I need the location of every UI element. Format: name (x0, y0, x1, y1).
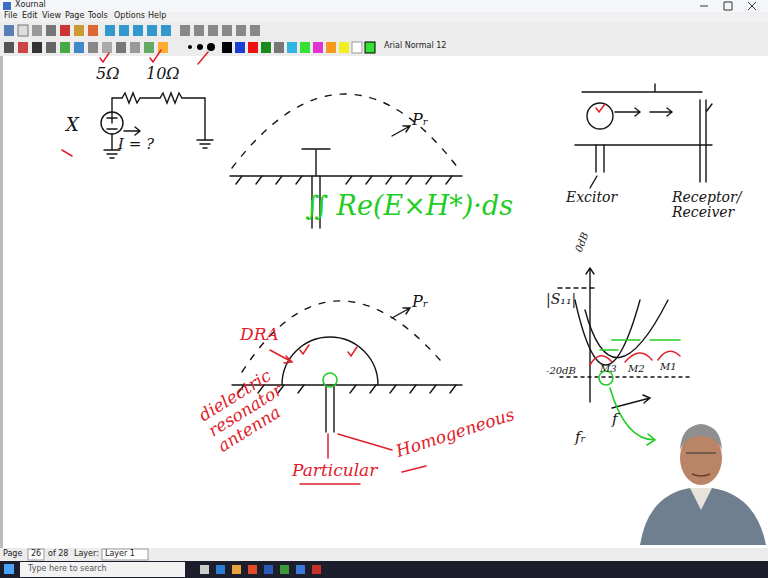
search-box-text: Type here to search (28, 565, 107, 573)
excitor-label: Excitor (566, 190, 617, 205)
resistance-value: 10Ω (146, 66, 180, 83)
radiated-power-label: Pᵣ (412, 112, 428, 129)
menu-item: View (42, 12, 61, 20)
menu-item: Options (114, 12, 145, 20)
status-text: Page (3, 550, 22, 558)
status-text: Layer: (74, 550, 99, 558)
cross-mark: X (66, 116, 79, 135)
menu-item: File (4, 12, 17, 20)
receiver-label: Receptor/ Receiver (672, 190, 736, 219)
mode-label: M3 (600, 364, 617, 375)
menu-item: Help (148, 12, 166, 20)
axis-label: |S₁₁| (546, 292, 576, 307)
radiated-power-label: Pᵣ (412, 294, 428, 311)
axis-label: f (612, 412, 618, 428)
status-text: of 28 (48, 550, 68, 558)
presenter-video (640, 424, 766, 545)
axis-tick: -20dB (546, 366, 576, 377)
resonant-frequency-label: fᵣ (575, 430, 586, 446)
current-label: I = ? (118, 137, 154, 153)
window-title: Xournal (15, 1, 46, 9)
resistance-value: 5Ω (96, 66, 119, 83)
layer-selector: Layer 1 (105, 550, 135, 558)
note-label: Particular (292, 462, 377, 480)
mode-label: M2 (628, 364, 645, 375)
font-selector: Arial Normal 12 (384, 42, 446, 50)
page-number-field: 26 (31, 550, 41, 558)
menu-item: Page (65, 12, 84, 20)
antenna-label: DRA (240, 326, 279, 344)
menu-item: Edit (22, 12, 38, 20)
mode-label: M1 (660, 362, 677, 373)
power-integral: ∬ Re(E×H*)·ds (305, 192, 513, 220)
menu-item: Tools (88, 12, 108, 20)
